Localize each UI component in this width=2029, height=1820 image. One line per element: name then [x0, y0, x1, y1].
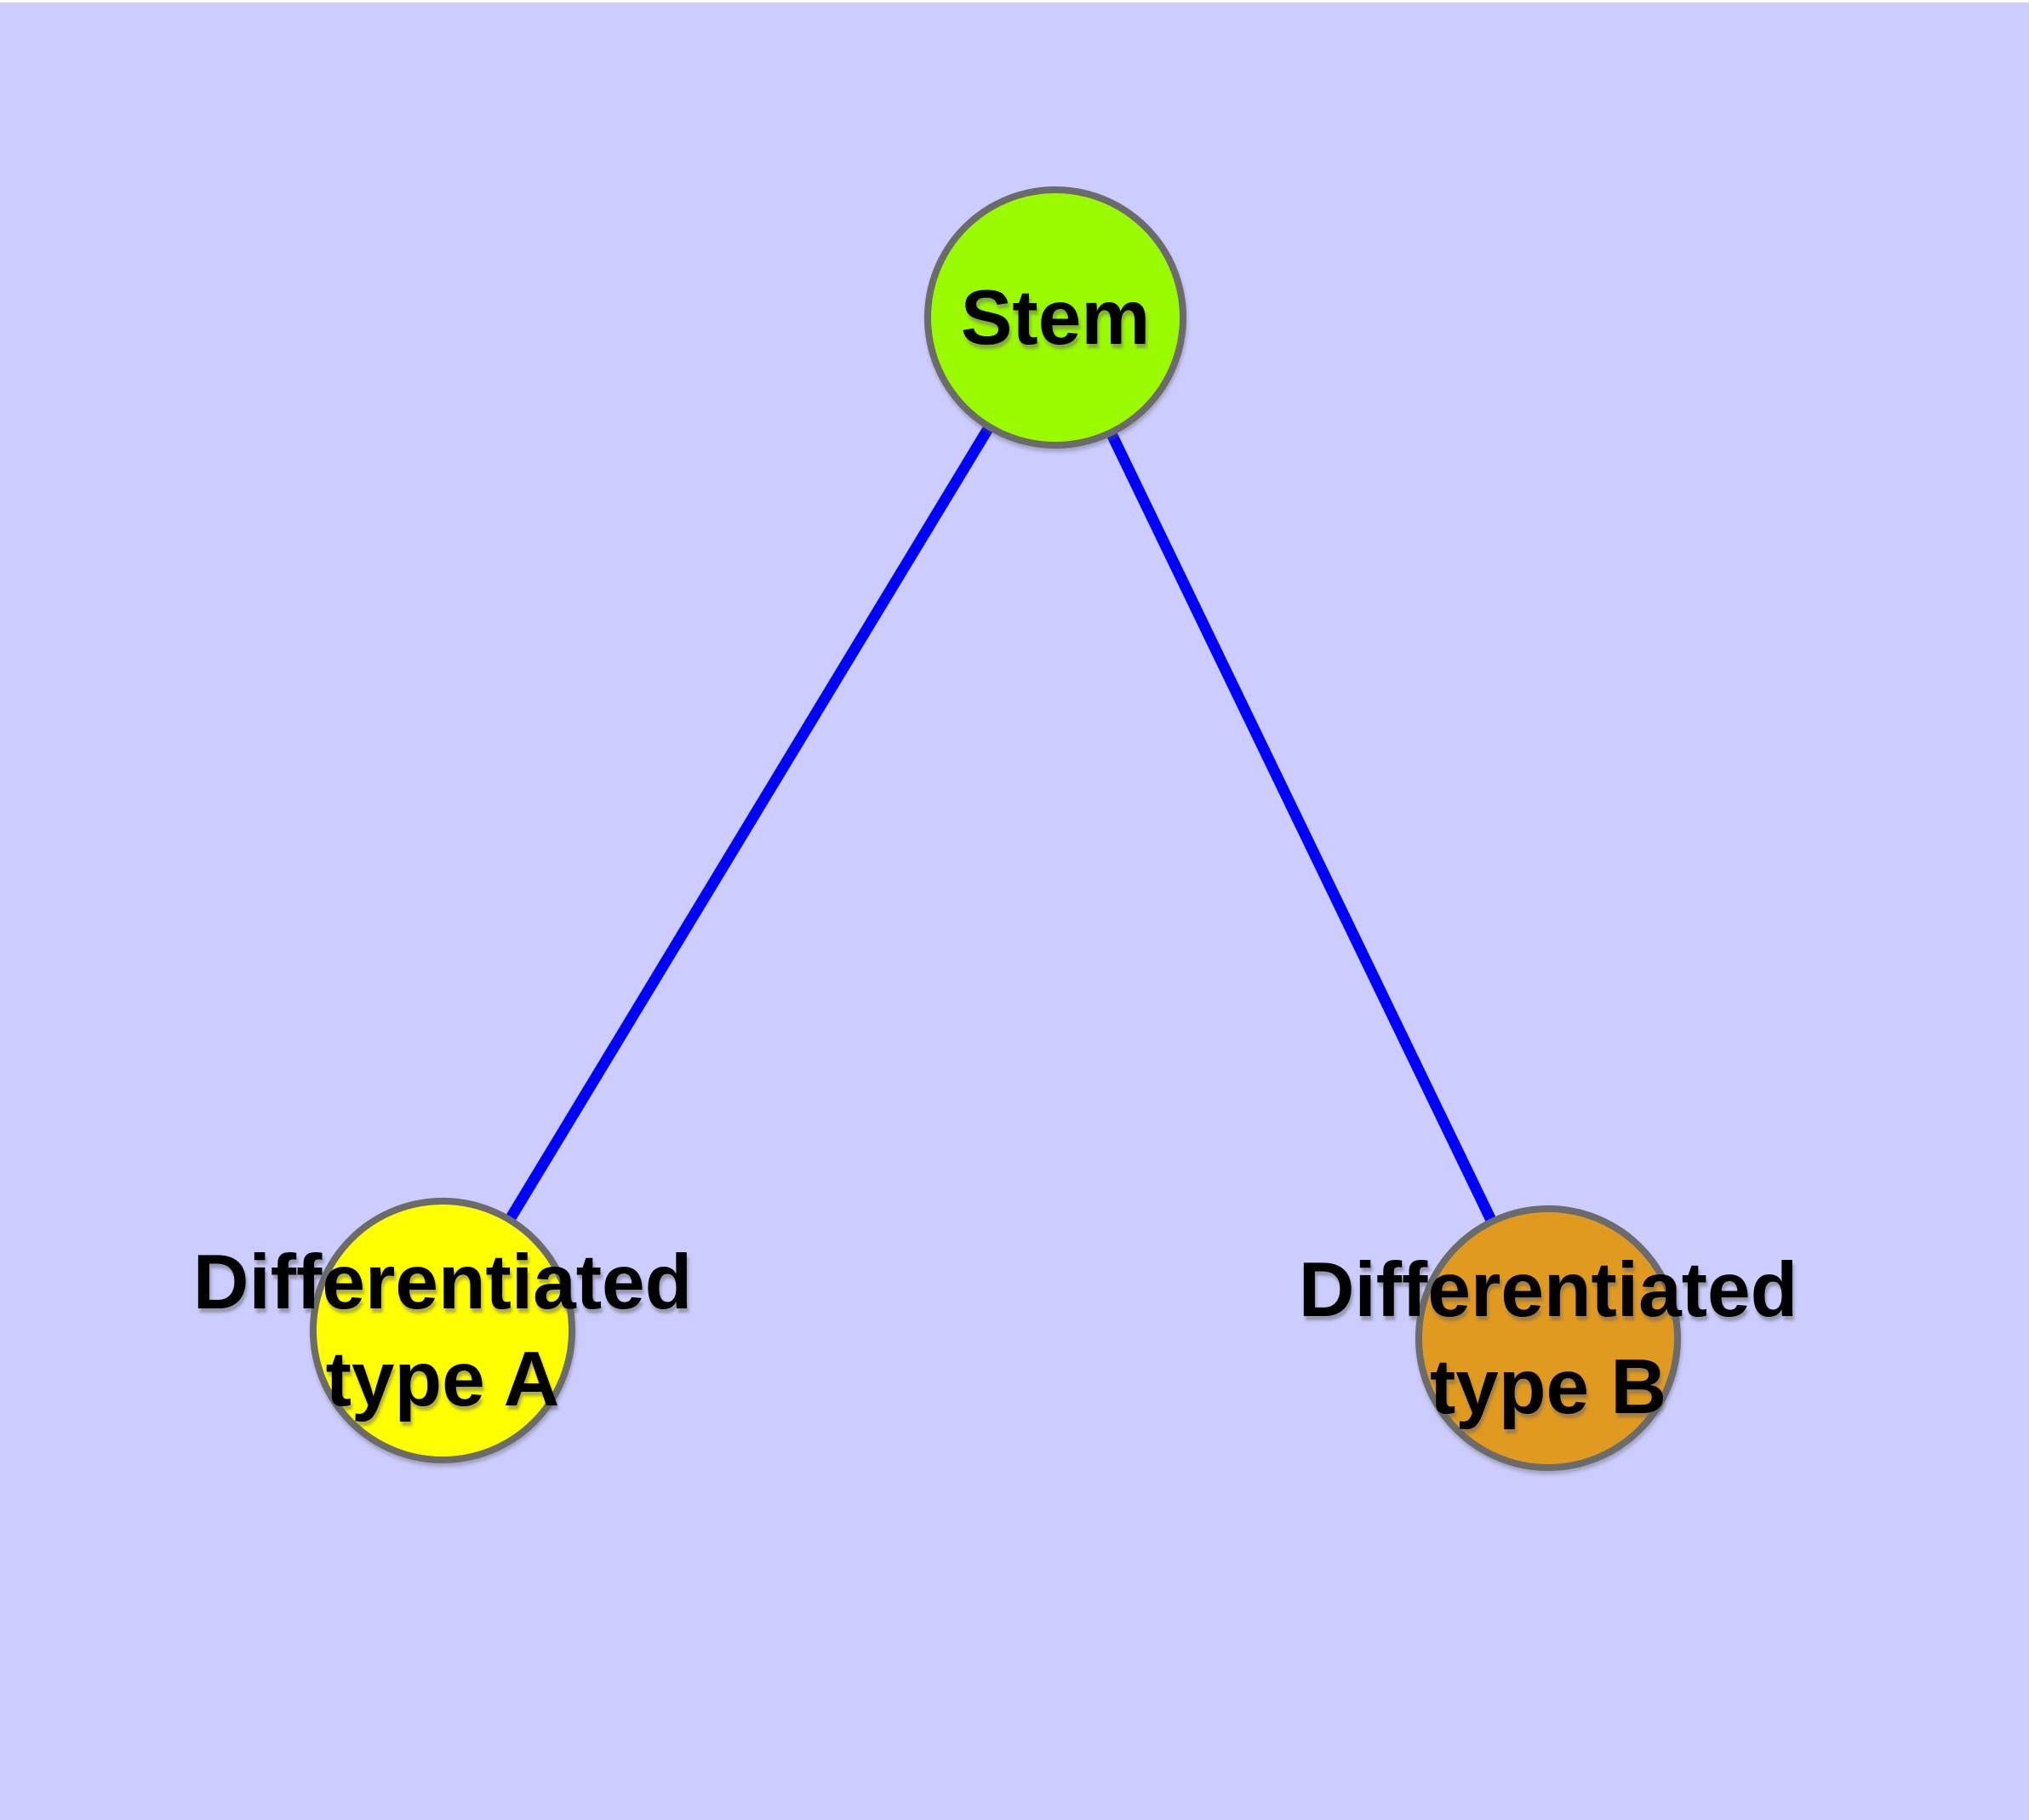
edge-stem-to-type-b[interactable]	[1050, 315, 1553, 1341]
type-a-node-label-line1: Differentiated	[193, 1239, 693, 1325]
type-a-node-circle[interactable]	[310, 1198, 575, 1463]
edge-stem-to-type-a[interactable]	[437, 314, 1060, 1334]
edge-layer	[437, 314, 1553, 1341]
type-a-node-label-line2: type A	[326, 1336, 560, 1422]
node-stem[interactable]: Stem	[924, 186, 1186, 449]
type-b-node-circle[interactable]	[1415, 1205, 1681, 1471]
stem-node-circle[interactable]	[924, 186, 1186, 449]
stem-node-label: Stem	[961, 275, 1151, 361]
type-b-node-label-line1: Differentiated	[1299, 1247, 1798, 1333]
window-top-edge	[0, 0, 2029, 3]
node-type-b[interactable]: Differentiated type B	[1299, 1205, 1798, 1471]
node-type-a[interactable]: Differentiated type A	[193, 1198, 693, 1463]
type-b-node-label-line2: type B	[1430, 1344, 1666, 1430]
